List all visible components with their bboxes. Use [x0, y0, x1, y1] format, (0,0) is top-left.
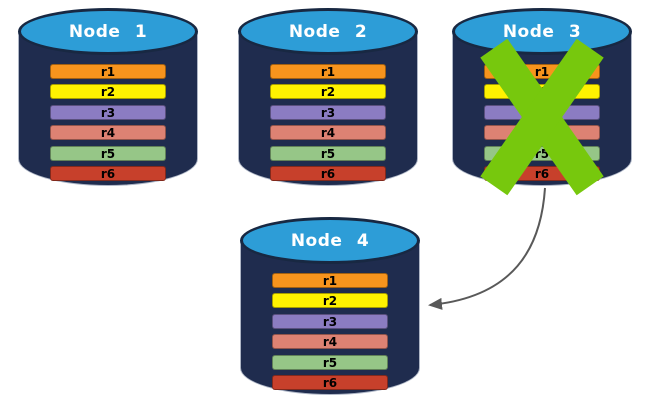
- node-3: Node 3 r1 r2 r3 r4 r5 r6: [452, 8, 632, 196]
- row-label: r5: [322, 355, 338, 370]
- failure-x-icon: [480, 38, 604, 196]
- row-r5: r5: [270, 146, 386, 161]
- row-label: r6: [320, 166, 336, 181]
- row-r6: r6: [270, 166, 386, 181]
- cylinder-top: Node 2: [238, 8, 418, 55]
- row-r3: r3: [272, 314, 388, 329]
- row-label: r3: [322, 314, 338, 329]
- row-label: r5: [100, 146, 116, 161]
- row-r1: r1: [270, 64, 386, 79]
- row-r4: r4: [270, 125, 386, 140]
- row-label: r4: [100, 125, 116, 140]
- node-title: Node 3: [502, 21, 582, 42]
- row-label: r6: [322, 375, 338, 390]
- node-2: Node 2 r1 r2 r3 r4 r5 r6: [238, 8, 418, 186]
- replica-rows: r1 r2 r3 r4 r5 r6: [240, 217, 420, 395]
- node-title: Node 2: [288, 21, 368, 42]
- replica-rows: r1 r2 r3 r4 r5 r6: [18, 8, 198, 186]
- cylinder-top: Node 4: [240, 217, 420, 264]
- cylinder-top: Node 1: [18, 8, 198, 55]
- row-label: r1: [100, 64, 116, 79]
- cylinder-top: Node 3: [452, 8, 632, 55]
- row-label: r1: [322, 273, 338, 288]
- row-r2: r2: [272, 293, 388, 308]
- row-r5: r5: [50, 146, 166, 161]
- row-label: r2: [322, 293, 338, 308]
- node-1: Node 1 r1 r2 r3 r4 r5 r6: [18, 8, 198, 186]
- row-r3: r3: [270, 105, 386, 120]
- node-title: Node 1: [68, 21, 148, 42]
- row-r2: r2: [270, 84, 386, 99]
- row-r3: r3: [50, 105, 166, 120]
- node-4: Node 4 r1 r2 r3 r4 r5 r6: [240, 217, 420, 395]
- row-r4: r4: [272, 334, 388, 349]
- row-r6: r6: [50, 166, 166, 181]
- row-label: r3: [100, 105, 116, 120]
- row-r6: r6: [272, 375, 388, 390]
- row-label: r5: [320, 146, 336, 161]
- row-label: r6: [100, 166, 116, 181]
- row-label: r2: [100, 84, 116, 99]
- node-title: Node 4: [290, 230, 370, 251]
- replica-rows: r1 r2 r3 r4 r5 r6: [238, 8, 418, 186]
- row-label: r2: [320, 84, 336, 99]
- row-label: r6: [534, 166, 550, 181]
- row-label: r4: [322, 334, 338, 349]
- row-label: r1: [320, 64, 336, 79]
- row-label: r4: [320, 125, 336, 140]
- row-label: r3: [320, 105, 336, 120]
- row-r1: r1: [272, 273, 388, 288]
- row-label: r1: [534, 64, 550, 79]
- row-r2: r2: [50, 84, 166, 99]
- row-r1: r1: [50, 64, 166, 79]
- row-r4: r4: [50, 125, 166, 140]
- arrow-curve: [428, 187, 546, 310]
- row-r5: r5: [272, 355, 388, 370]
